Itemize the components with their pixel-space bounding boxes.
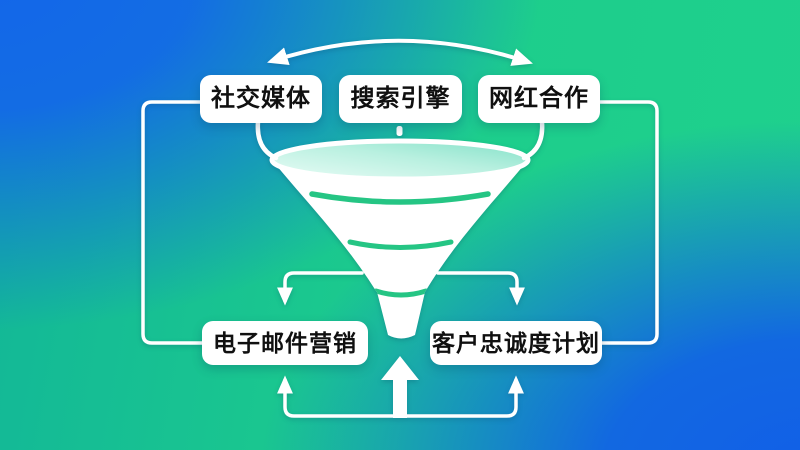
left-loop-connector <box>141 100 204 345</box>
funnel-stripe-1 <box>309 191 491 205</box>
search-inflow-tick <box>396 126 403 136</box>
node-social-media: 社交媒体 <box>200 75 322 123</box>
right-loop-connector <box>596 100 659 345</box>
node-influencer-collab-label: 网红合作 <box>489 85 589 112</box>
node-loyalty-program: 客户忠诚度计划 <box>430 321 602 365</box>
funnel-to-email-arrow <box>276 271 364 306</box>
node-loyalty-program-label: 客户忠诚度计划 <box>432 329 600 356</box>
node-email-marketing-label: 电子邮件营销 <box>213 329 357 356</box>
funnel-icon <box>255 119 545 339</box>
node-social-media-label: 社交媒体 <box>211 85 311 112</box>
funnel-rim-right <box>521 119 545 161</box>
funnel-mouth <box>269 138 531 182</box>
funnel-to-loyalty-arrow <box>436 271 526 306</box>
funnel-output-arrow-icon <box>381 356 419 418</box>
node-email-marketing: 电子邮件营销 <box>202 321 368 365</box>
funnel-stripe-2 <box>347 239 454 250</box>
node-search-engine-label: 搜索引擎 <box>350 85 451 112</box>
funnel-stripe-3 <box>373 288 429 298</box>
funnel-rim-left <box>255 119 279 161</box>
node-search-engine: 搜索引擎 <box>339 75 462 123</box>
cycle-arrow-icon <box>267 38 533 66</box>
node-influencer-collab: 网红合作 <box>478 75 600 123</box>
